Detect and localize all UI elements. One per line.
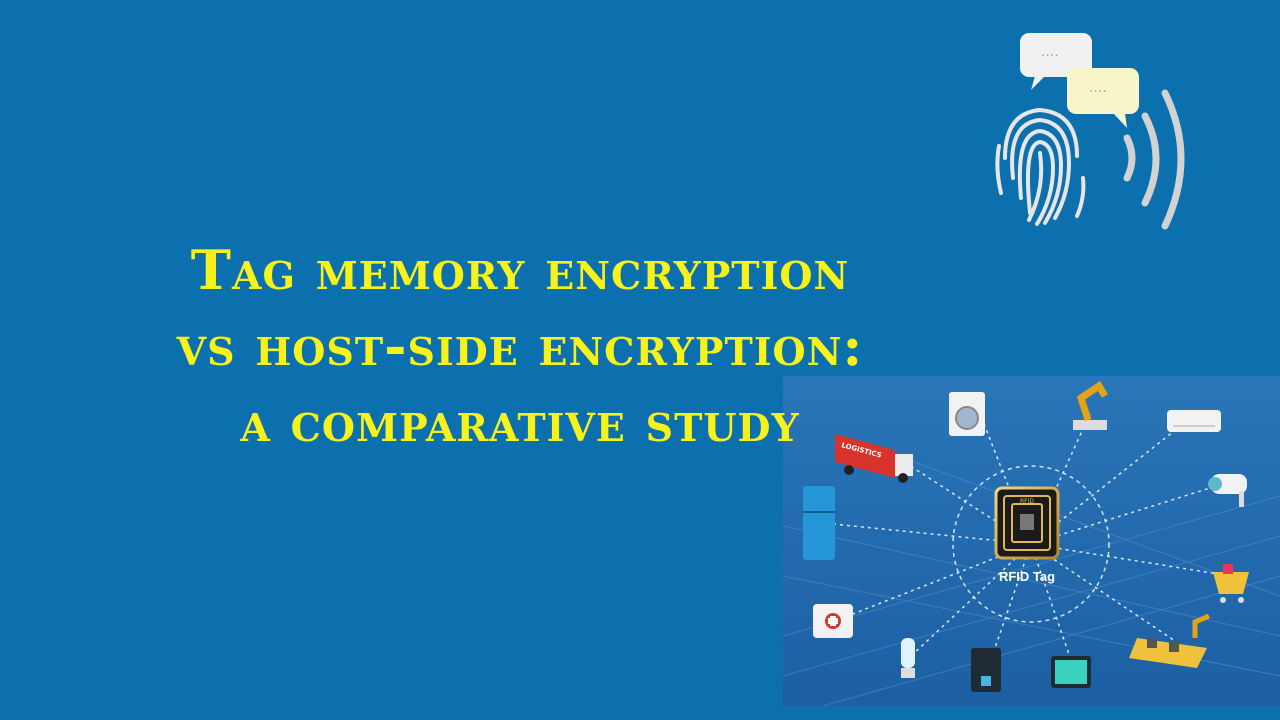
title-line-3: a comparative study <box>240 390 800 454</box>
washing-machine-icon <box>949 392 985 436</box>
title-line-1: Tag memory encryption <box>190 238 850 302</box>
coffee-machine-icon <box>971 648 1001 692</box>
title-line-2: vs host-side encryption: <box>176 314 864 378</box>
security-camera-icon <box>1208 474 1247 507</box>
refrigerator-icon <box>803 486 835 560</box>
rfid-network-illustration: RFID RFID Tag LOGISTICS <box>783 376 1280 706</box>
monitor-icon <box>1051 656 1091 688</box>
rfid-chip-label: RFID <box>1020 498 1034 505</box>
assembly-line-icon <box>1129 613 1210 668</box>
air-conditioner-icon <box>1167 410 1221 432</box>
first-aid-kit-icon <box>813 604 853 638</box>
svg-text:····: ···· <box>1089 84 1107 100</box>
slide-title: Tag memory encryption vs host-side encry… <box>40 232 1000 460</box>
fingerprint-illustration: ···· ···· <box>995 33 1185 230</box>
nfc-waves-icon <box>1123 89 1185 230</box>
chat-bubble-icon: ···· <box>1067 68 1139 128</box>
chat-bubble-icon: ···· <box>1020 33 1092 90</box>
robot-arm-icon <box>1073 381 1109 430</box>
rfid-tag-icon: RFID <box>994 486 1060 560</box>
fingerprint-icon <box>995 107 1086 226</box>
shopping-cart-icon <box>1213 564 1249 603</box>
svg-text:····: ···· <box>1041 48 1059 64</box>
light-bulb-icon <box>901 638 915 678</box>
rfid-tag-label: RFID Tag <box>999 569 1055 584</box>
logistics-truck-icon: LOGISTICS <box>835 434 913 483</box>
